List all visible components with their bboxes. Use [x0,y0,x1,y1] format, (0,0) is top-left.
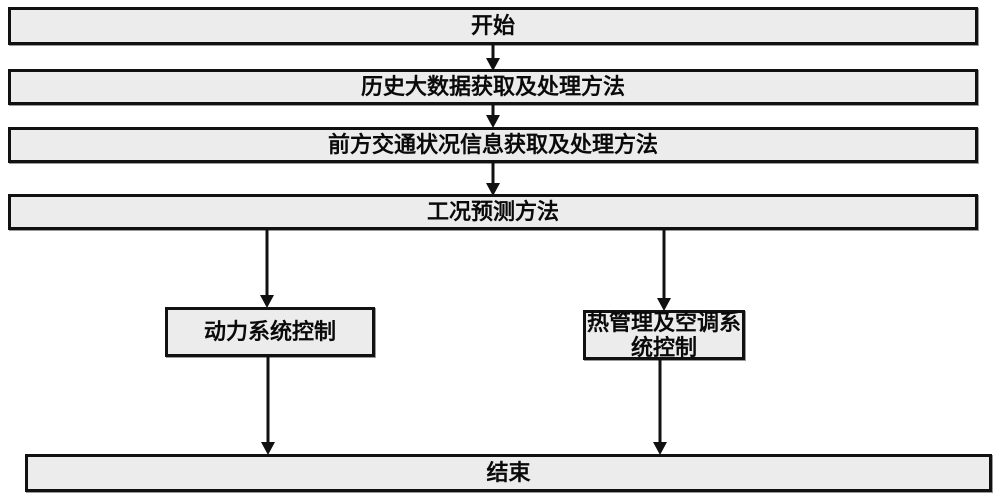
arrow-history-to-traffic [486,105,500,128]
node-traffic-info: 前方交通状况信息获取及处理方法 [8,127,978,163]
arrow-start-to-history [486,45,500,71]
node-power-system-control: 动力系统控制 [165,307,375,357]
arrow-down-icon [657,298,671,311]
arrow-down-icon [486,115,500,128]
arrow-shaft [491,45,495,62]
arrow-shaft [491,163,495,187]
arrow-traffic-to-prediction [486,163,500,196]
arrow-shaft [662,230,666,302]
node-start: 开始 [8,7,978,45]
arrow-down-icon [261,442,275,455]
arrow-power-to-end [261,357,275,455]
node-thermal-ac-control: 热管理及空调系统控制 [583,310,745,360]
arrow-down-icon [260,295,274,308]
arrow-prediction-to-thermal [657,230,671,311]
arrow-shaft [266,357,270,446]
arrow-thermal-to-end [653,360,667,455]
arrow-down-icon [486,183,500,196]
arrow-shaft [658,360,662,446]
node-end: 结束 [25,454,992,492]
arrow-down-icon [486,58,500,71]
arrow-prediction-to-power [260,230,274,308]
arrow-down-icon [653,442,667,455]
node-history-data: 历史大数据获取及处理方法 [8,69,978,105]
arrow-shaft [265,230,269,299]
arrow-shaft [491,105,495,119]
node-condition-prediction: 工况预测方法 [8,194,978,230]
